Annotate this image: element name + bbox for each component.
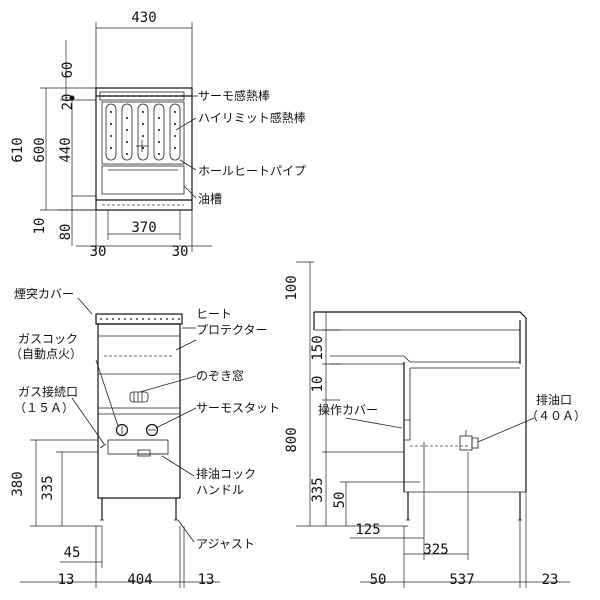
front-view: 煙突カバー ヒート プロテクター ガスコック （自動点火） のぞき窓 ガス接続口…: [10, 286, 280, 588]
dim-404: 404: [127, 572, 152, 588]
dim-800: 800: [284, 427, 300, 452]
thermostat-knob: [145, 423, 159, 437]
dim-50-horizontal: 50: [370, 572, 387, 588]
dim-600: 600: [32, 137, 48, 162]
dim-380: 380: [10, 471, 26, 496]
label-drain-port-2: （４０Ａ）: [526, 409, 586, 423]
dim-335-front: 335: [40, 475, 56, 500]
dim-45: 45: [64, 545, 81, 561]
label-adjuster: アジャスト: [196, 537, 255, 551]
top-view: 430: [10, 10, 306, 260]
dim-440: 440: [58, 137, 74, 162]
dim-335-side: 335: [310, 477, 326, 502]
top-view-body: [95, 87, 193, 211]
label-thermo-sensor: サーモ感熱棒: [198, 88, 270, 103]
label-heat-protector-2: プロテクター: [196, 323, 268, 337]
label-drain-handle-2: ハンドル: [196, 483, 244, 497]
label-thermostat: サーモスタット: [196, 401, 280, 415]
dim-537: 537: [449, 572, 474, 588]
dim-20: 20: [60, 94, 76, 111]
dim-30-left: 30: [90, 244, 107, 260]
dim-13-right: 13: [198, 572, 215, 588]
dim-50-vertical: 50: [332, 492, 348, 509]
dim-10a: 10: [32, 218, 48, 235]
dim-13-left: 13: [58, 572, 75, 588]
dim-60: 60: [60, 62, 76, 79]
gas-cock-knob: [115, 423, 129, 437]
label-heat-protector-1: ヒート: [196, 307, 232, 321]
label-chimney-cover: 煙突カバー: [14, 286, 74, 301]
label-highlimit-sensor: ハイリミット感熱棒: [198, 110, 306, 125]
label-peep-window: のぞき窓: [196, 368, 244, 383]
dim-325: 325: [423, 542, 448, 558]
dim-origin-dot: [69, 95, 75, 101]
top-rim-dots: [103, 95, 183, 97]
front-chimney-cover: [95, 313, 183, 325]
peep-window: [129, 391, 149, 403]
label-oil-tank: 油槽: [198, 192, 222, 206]
drain-valve: [459, 435, 473, 451]
heater-pipes: [105, 103, 181, 161]
label-gas-inlet-1: ガス接続口: [18, 384, 78, 399]
dim-30-right: 30: [172, 244, 189, 260]
side-top-edge: [314, 311, 527, 320]
label-gas-cock-2: （自動点火）: [10, 347, 82, 361]
dim-610: 610: [10, 137, 26, 162]
label-drain-handle-1: 排油コック: [196, 467, 256, 481]
dim-125: 125: [355, 522, 380, 538]
dim-100: 100: [284, 275, 300, 300]
control-cover: [404, 419, 411, 441]
dim-150: 150: [310, 335, 326, 360]
front-body: [97, 323, 181, 499]
heater-dots: [110, 111, 176, 155]
label-gas-inlet-2: （１５Ａ）: [14, 401, 74, 415]
label-control-cover: 操作カバー: [318, 402, 378, 417]
dim-430: 430: [131, 10, 156, 26]
dim-10b: 10: [310, 376, 326, 393]
label-hole-heat-pipe: ホールヒートパイプ: [198, 164, 306, 178]
front-rim-dots: [100, 318, 180, 320]
dim-370: 370: [131, 220, 156, 236]
label-gas-cock-1: ガスコック: [18, 332, 78, 346]
label-drain-port-1: 排油口: [536, 393, 572, 407]
dim-23: 23: [542, 572, 559, 588]
dim-80: 80: [58, 224, 74, 241]
side-view: 操作カバー 排油口 （４０Ａ） 100 150 10 800 335 50 12…: [284, 261, 586, 588]
